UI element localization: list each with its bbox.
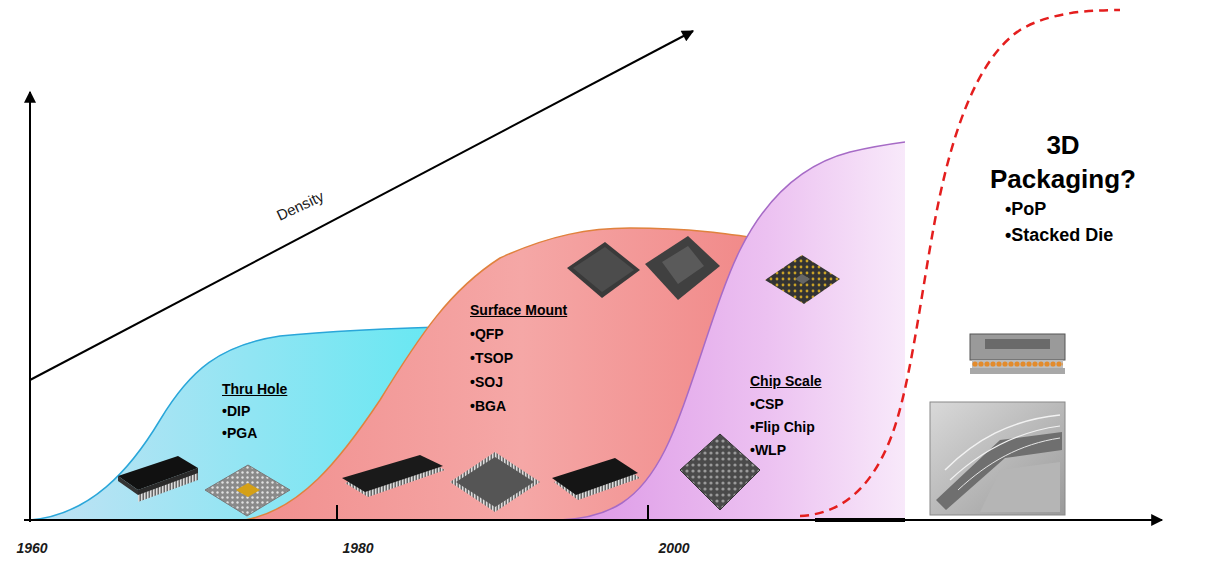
csp-chip (680, 434, 760, 510)
stacked-die-photo (930, 402, 1065, 515)
dip-chip (118, 476, 138, 495)
band-heading: 3D Packaging? (981, 128, 1145, 196)
axis-segment (815, 518, 905, 522)
dip-chip (138, 468, 198, 495)
pga-chip (205, 465, 290, 516)
stacked-die-photo (980, 462, 1060, 512)
pop-cross-section (972, 360, 1063, 368)
year-label: 2000 (659, 540, 690, 556)
bga-chip (765, 255, 840, 304)
qfp-chip (450, 452, 540, 512)
future-trend-curve (800, 10, 1120, 516)
soic-chip (342, 455, 443, 492)
package-type-item: •DIP (222, 400, 292, 422)
package-type-item: •CSP (750, 393, 826, 416)
pop-cross-section (970, 368, 1065, 374)
package-type-item: •PGA (222, 422, 292, 444)
chip-scale-label-group: Chip Scale•CSP•Flip Chip•WLP (748, 368, 828, 466)
band-outline (245, 228, 770, 520)
package-type-item: •WLP (750, 439, 826, 462)
qfp-chip (450, 452, 540, 512)
package-type-item: •Flip Chip (750, 416, 826, 439)
qfp-chip (567, 242, 640, 298)
tsop-chip (552, 458, 640, 500)
stacked-die-photo (930, 402, 1065, 515)
axis-tick (336, 505, 338, 520)
package-type-item: •BGA (470, 394, 572, 418)
qfp-chip (456, 457, 534, 507)
pop-cross-section (970, 334, 1065, 374)
package-type-item: •PoP (981, 196, 1145, 222)
bga-chip (645, 236, 720, 300)
thru-hole-label-group: Thru Hole•DIP•PGA (220, 376, 294, 448)
bga-chip (645, 236, 720, 300)
y-axis (29, 92, 31, 522)
qfp-chip (573, 247, 634, 292)
package-type-item: •Stacked Die (981, 222, 1145, 248)
band-heading: Chip Scale (750, 370, 826, 393)
density-arrow (30, 31, 693, 380)
stacked-die-photo (945, 415, 1060, 470)
package-type-item: •QFP (470, 322, 572, 346)
year-label: 1960 (17, 540, 48, 556)
surface-mount-label-group: Surface Mount•QFP•TSOP•SOJ•BGA (468, 296, 574, 422)
tsop-chip (552, 458, 638, 495)
qfp-chip (567, 242, 640, 298)
bga-chip (765, 255, 840, 304)
axis-title: Density (274, 187, 327, 224)
bga-chip (795, 274, 810, 284)
pga-chip (236, 483, 260, 497)
packaging-3d-label-group: 3D Packaging?•PoP•Stacked Die (979, 126, 1147, 252)
csp-chip (680, 434, 760, 510)
axis-tick (647, 505, 649, 520)
pop-cross-section (970, 334, 1065, 360)
band-heading: Thru Hole (222, 378, 292, 400)
package-type-item: •TSOP (470, 346, 572, 370)
pop-cross-section (985, 339, 1050, 349)
soic-chip (342, 455, 445, 497)
year-label: 1980 (343, 540, 374, 556)
pga-chip (205, 465, 290, 516)
x-axis (24, 519, 1162, 521)
band-heading: Surface Mount (470, 298, 572, 322)
dip-chip (118, 456, 198, 502)
bga-chip (662, 246, 704, 284)
package-type-item: •SOJ (470, 370, 572, 394)
